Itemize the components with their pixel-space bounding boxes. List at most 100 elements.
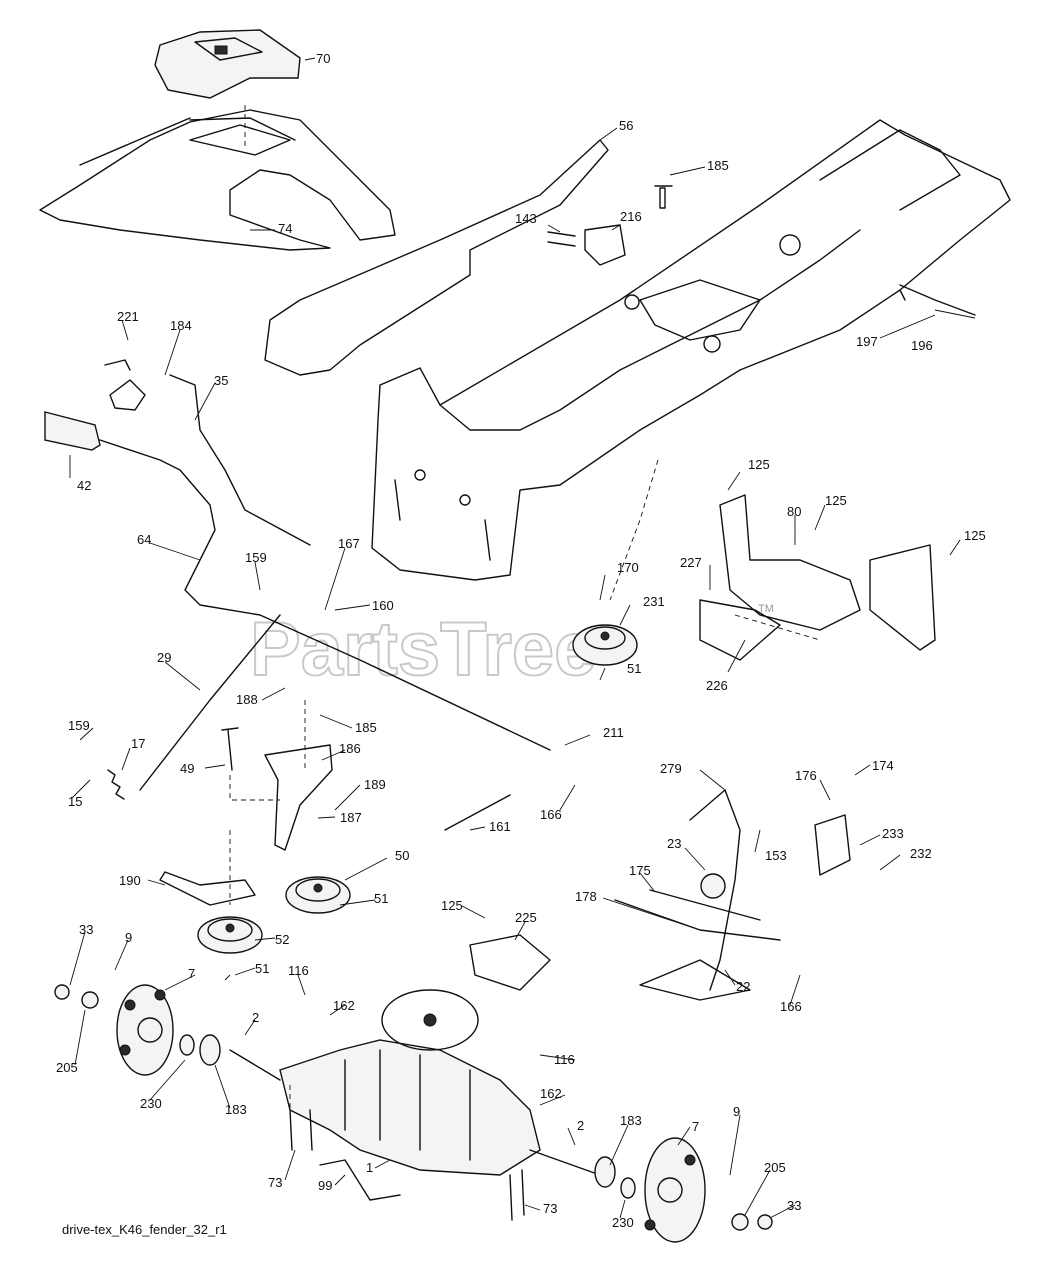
callout-label: 80	[787, 504, 801, 519]
washer-230-right-part	[620, 1177, 636, 1199]
pulley-50-part	[285, 876, 351, 914]
callout-label: 23	[667, 836, 681, 851]
callout-label: 7	[188, 966, 195, 981]
callout-label: 225	[515, 910, 537, 925]
callout-label: 187	[340, 810, 362, 825]
callout-label: 29	[157, 650, 171, 665]
callout-label: 49	[180, 761, 194, 776]
callout-label: 170	[617, 560, 639, 575]
callout-label: 42	[77, 478, 91, 493]
callout-label: 51	[627, 661, 641, 676]
callout-label: 196	[911, 338, 933, 353]
bolt-49-part	[221, 727, 239, 771]
callout-label: 9	[733, 1104, 740, 1119]
callout-label: 190	[119, 873, 141, 888]
transaxle-part	[229, 989, 601, 1176]
callout-label: 2	[252, 1010, 259, 1025]
grip-42-part	[44, 411, 101, 451]
washer-205-left-part	[81, 991, 99, 1009]
callout-label: 227	[680, 555, 702, 570]
bracket-80-part	[719, 494, 861, 631]
bracket-190-part	[159, 871, 256, 906]
fender-part	[39, 109, 396, 251]
bolts-73-left-part	[289, 1109, 313, 1151]
nut-33-right-part	[757, 1214, 773, 1230]
callout-label: 7	[692, 1119, 699, 1134]
callout-label: 211	[603, 725, 624, 740]
spring-17-part	[107, 769, 125, 800]
callout-label: 116	[288, 963, 309, 978]
hub-right-part	[644, 1137, 706, 1243]
callout-label: 153	[765, 848, 787, 863]
callout-label: 230	[140, 1096, 162, 1111]
washer-230-left-part	[179, 1034, 195, 1056]
callout-label: 216	[620, 209, 642, 224]
pulley-52-part	[197, 916, 263, 954]
callout-label: 125	[441, 898, 463, 913]
callout-label: 159	[68, 718, 90, 733]
pedal-184-part	[109, 379, 146, 411]
assembly-guide-lines	[229, 105, 821, 1115]
nut-33-left-part	[54, 984, 70, 1000]
callout-label: 2	[577, 1118, 584, 1133]
bracket-189-part	[264, 744, 333, 851]
callout-label: 161	[489, 819, 511, 834]
bolt-185-part	[654, 185, 673, 209]
callout-label: 15	[68, 794, 82, 809]
callout-label: 178	[575, 889, 597, 904]
bracket-right-part	[869, 544, 936, 651]
callout-label: 186	[339, 741, 361, 756]
callout-label: 33	[787, 1198, 801, 1213]
callout-label: 50	[395, 848, 409, 863]
callout-label: 160	[372, 598, 394, 613]
drive-belt-part	[264, 139, 609, 376]
callout-label: 188	[236, 692, 258, 707]
callout-label: 125	[748, 457, 770, 472]
bolt-143-part	[547, 231, 576, 247]
hub-left-part	[116, 984, 174, 1076]
pedal-lever-64-part	[99, 439, 551, 751]
clip-221-part	[104, 359, 131, 371]
callout-label: 221	[117, 309, 139, 324]
callout-label: 70	[316, 51, 330, 66]
callout-label: 226	[706, 678, 728, 693]
callout-label: 143	[515, 211, 537, 226]
callout-label: 205	[56, 1060, 78, 1075]
ball-23-part	[700, 873, 726, 899]
callout-label: 1	[366, 1160, 373, 1175]
washer-205-right-part	[731, 1213, 749, 1231]
watermark-tm: TM	[758, 603, 774, 615]
callout-label: 166	[540, 807, 562, 822]
callout-label: 167	[338, 536, 360, 551]
callout-label: 159	[245, 550, 267, 565]
bracket-176-part	[814, 814, 851, 876]
callout-label: 174	[872, 758, 894, 773]
callout-label: 189	[364, 777, 386, 792]
callout-label: 230	[612, 1215, 634, 1230]
callout-label: 64	[137, 532, 151, 547]
callout-label: 231	[643, 594, 665, 609]
callout-label: 35	[214, 373, 228, 388]
bracket-216-part	[584, 224, 626, 266]
callout-labels: 70 56 185 74 143 216 197 196 221 184 35 …	[56, 51, 986, 1230]
callout-label: 183	[225, 1102, 247, 1117]
callout-label: 176	[795, 768, 817, 783]
leader-lines	[69, 57, 976, 1219]
fender-cover-part	[154, 29, 301, 99]
callout-label: 166	[780, 999, 802, 1014]
rod-178-part	[614, 899, 781, 941]
bolts-73-right-part	[509, 1169, 525, 1221]
callout-label: 73	[268, 1175, 282, 1190]
callout-label: 232	[910, 846, 932, 861]
watermark: PartsTree	[250, 607, 596, 692]
callout-label: 51	[255, 961, 269, 976]
callout-label: 175	[629, 863, 651, 878]
callout-label: 162	[333, 998, 355, 1013]
callout-label: 22	[736, 979, 750, 994]
callout-label: 99	[318, 1178, 332, 1193]
callout-label: 56	[619, 118, 633, 133]
rod-29-part	[139, 614, 281, 791]
callout-label: 116	[554, 1052, 575, 1067]
